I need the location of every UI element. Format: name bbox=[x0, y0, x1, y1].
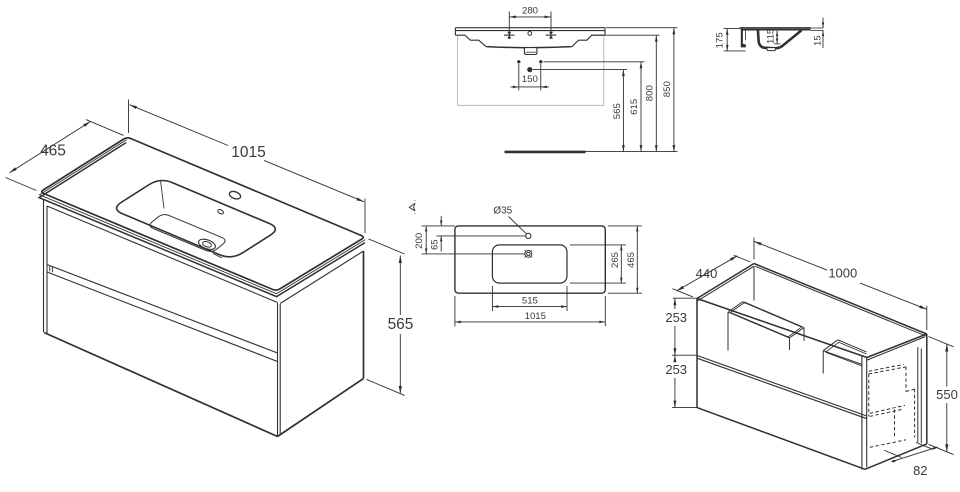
svg-text:1000: 1000 bbox=[828, 266, 857, 281]
svg-text:15: 15 bbox=[812, 35, 823, 46]
svg-text:465: 465 bbox=[40, 143, 66, 160]
svg-text:440: 440 bbox=[696, 266, 718, 281]
svg-text:850: 850 bbox=[662, 81, 673, 97]
svg-text:65: 65 bbox=[429, 239, 440, 250]
svg-text:82: 82 bbox=[913, 463, 927, 478]
svg-text:615: 615 bbox=[629, 99, 640, 115]
svg-text:465: 465 bbox=[626, 252, 637, 268]
svg-text:1015: 1015 bbox=[525, 311, 546, 322]
svg-text:150: 150 bbox=[522, 74, 538, 85]
svg-text:800: 800 bbox=[644, 85, 655, 101]
svg-text:Ø35: Ø35 bbox=[493, 206, 512, 217]
svg-text:515: 515 bbox=[522, 296, 538, 307]
svg-text:280: 280 bbox=[522, 6, 538, 17]
svg-text:265: 265 bbox=[610, 252, 621, 268]
svg-text:175: 175 bbox=[714, 32, 725, 48]
svg-text:565: 565 bbox=[388, 316, 414, 333]
svg-text:253: 253 bbox=[665, 310, 687, 325]
svg-text:115: 115 bbox=[766, 29, 777, 44]
svg-text:253: 253 bbox=[665, 362, 687, 377]
svg-text:565: 565 bbox=[612, 103, 623, 119]
svg-text:200: 200 bbox=[414, 233, 425, 249]
svg-text:1015: 1015 bbox=[231, 144, 265, 161]
svg-text:550: 550 bbox=[936, 387, 958, 402]
